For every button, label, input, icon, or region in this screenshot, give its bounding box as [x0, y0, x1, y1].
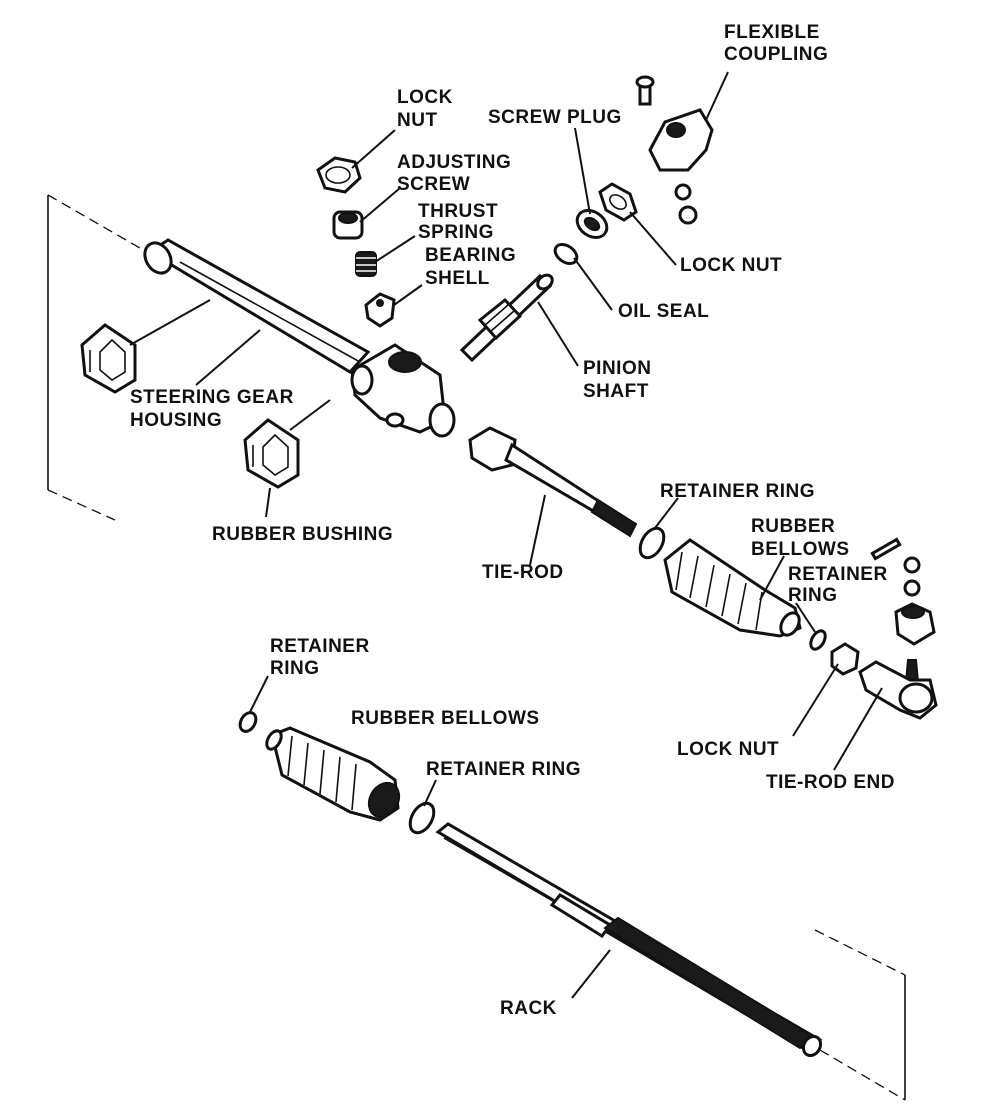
label-screw-plug: SCREW PLUG	[488, 107, 622, 128]
label-tie-rod-end: TIE-ROD END	[766, 772, 895, 793]
label-rubber-bellows-right-2: BELLOWS	[751, 539, 850, 560]
rubber-bushing-upper	[80, 323, 137, 394]
bearing-shell	[364, 292, 396, 328]
label-retainer-ring-left-2: RING	[270, 658, 320, 679]
label-lock-nut-top-1: LOCK	[397, 87, 453, 108]
rubber-bellows-left	[265, 726, 401, 822]
steering-gear-housing	[143, 238, 456, 438]
adjusting-screw	[332, 210, 364, 240]
rubber-bushing-lower	[243, 418, 300, 489]
label-retainer-ring-left-1: RETAINER	[270, 636, 370, 657]
lock-nut-top	[316, 156, 362, 194]
label-lock-nut-right: LOCK NUT	[680, 255, 782, 276]
pinion-shaft	[459, 273, 554, 363]
tie-rod-end	[858, 537, 938, 720]
label-flexible-coupling-2: COUPLING	[724, 44, 828, 65]
retainer-ring-right	[809, 629, 827, 651]
tie-rod	[468, 426, 638, 538]
label-pinion-shaft-1: PINION	[583, 358, 651, 379]
retainer-ring-lower	[408, 801, 436, 835]
label-lock-nut-top-2: NUT	[397, 110, 438, 131]
label-bearing-shell-2: SHELL	[425, 268, 490, 289]
label-adjusting-screw-2: SCREW	[397, 174, 470, 195]
lock-nut-lower	[830, 642, 860, 676]
label-retainer-ring-lower: RETAINER RING	[426, 759, 581, 780]
rack	[435, 822, 823, 1058]
label-lock-nut-lower: LOCK NUT	[677, 739, 779, 760]
screw-plug	[575, 209, 609, 239]
lock-nut-right	[598, 182, 638, 222]
label-adjusting-screw-1: ADJUSTING	[397, 152, 511, 173]
frame-lines	[47, 194, 906, 1101]
label-rack: RACK	[500, 998, 557, 1019]
label-tie-rod: TIE-ROD	[482, 562, 564, 583]
leader-lines	[129, 71, 883, 999]
retainer-ring-left	[238, 711, 258, 733]
label-bearing-shell-1: BEARING	[425, 245, 516, 266]
rubber-bellows-right	[663, 538, 802, 638]
flexible-coupling	[635, 75, 714, 225]
label-pinion-shaft-2: SHAFT	[583, 381, 649, 402]
label-thrust-spring-1: THRUST	[418, 201, 498, 222]
label-steering-gear-housing-1: STEERING GEAR	[130, 387, 294, 408]
label-rubber-bushing: RUBBER BUSHING	[212, 524, 393, 545]
label-rubber-bellows-left: RUBBER BELLOWS	[351, 708, 540, 729]
retainer-ring-mid	[638, 526, 666, 560]
labels: FLEXIBLE COUPLING LOCK NUT SCREW PLUG AD…	[130, 22, 895, 1019]
label-retainer-ring-right-2: RING	[788, 585, 838, 606]
label-steering-gear-housing-2: HOUSING	[130, 410, 222, 431]
label-flexible-coupling-1: FLEXIBLE	[724, 22, 820, 43]
label-thrust-spring-2: SPRING	[418, 222, 494, 243]
label-rubber-bellows-right-1: RUBBER	[751, 516, 835, 537]
thrust-spring	[355, 251, 377, 277]
oil-seal	[553, 242, 579, 266]
label-retainer-ring-right-1: RETAINER	[788, 564, 888, 585]
label-oil-seal: OIL SEAL	[618, 301, 709, 322]
label-retainer-ring-mid: RETAINER RING	[660, 481, 815, 502]
